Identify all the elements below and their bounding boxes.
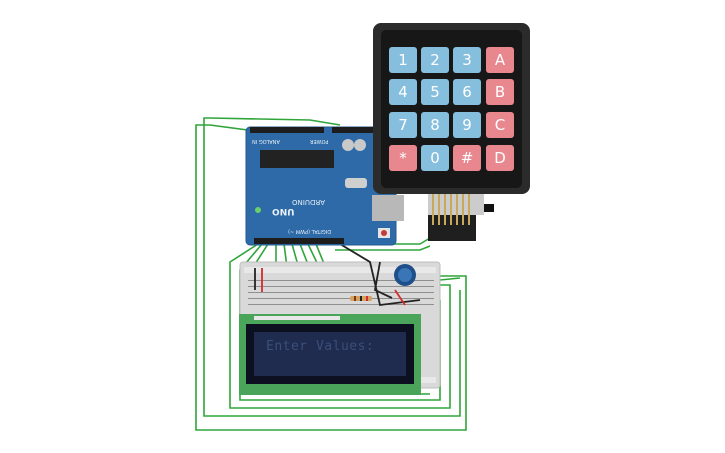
breadboard-holes — [248, 280, 434, 305]
key-5[interactable]: 5 — [421, 79, 449, 105]
key-7[interactable]: 7 — [389, 112, 417, 138]
key-hash[interactable]: # — [453, 145, 481, 171]
wire-keypad-2[interactable] — [335, 245, 431, 251]
power-wires — [254, 243, 421, 306]
wire-outer-left[interactable] — [195, 124, 467, 431]
analog-pins-label: ANALOG IN — [252, 138, 280, 144]
key-4[interactable]: 4 — [389, 79, 417, 105]
wire-pot-red[interactable] — [394, 289, 406, 306]
resistor[interactable] — [350, 296, 372, 301]
key-3[interactable]: 3 — [453, 47, 481, 73]
lcd-display-text: Enter Values: — [266, 339, 375, 354]
usb-port — [372, 195, 404, 221]
key-1[interactable]: 1 — [389, 47, 417, 73]
digital-pins-label: DIGITAL (PWM ~) — [288, 228, 332, 234]
potentiometer[interactable] — [394, 264, 416, 286]
key-c[interactable]: C — [486, 112, 514, 138]
power-pins-label: POWER — [310, 138, 329, 144]
key-d[interactable]: D — [486, 145, 514, 171]
arduino-model-label: UNO — [272, 206, 295, 216]
key-0[interactable]: 0 — [421, 145, 449, 171]
key-6[interactable]: 6 — [453, 79, 481, 105]
key-2[interactable]: 2 — [421, 47, 449, 73]
arduino-brand-label: ARDUINO — [292, 198, 325, 206]
key-9[interactable]: 9 — [453, 112, 481, 138]
key-8[interactable]: 8 — [421, 112, 449, 138]
lcd-module — [239, 314, 421, 395]
wire-left-loop[interactable] — [229, 243, 451, 409]
key-star[interactable]: * — [389, 145, 417, 171]
wire-pot-black[interactable] — [373, 261, 393, 299]
wire-top[interactable] — [203, 117, 461, 417]
wire-gnd[interactable] — [339, 243, 421, 306]
key-a[interactable]: A — [486, 47, 514, 73]
key-b[interactable]: B — [486, 79, 514, 105]
arduino-uno — [245, 126, 404, 246]
keypad-connector — [428, 193, 494, 241]
